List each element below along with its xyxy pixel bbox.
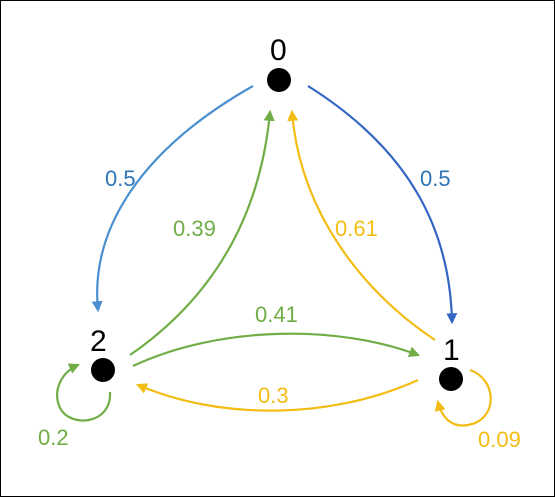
node-0-label: 0 — [270, 34, 287, 67]
node-2 — [91, 358, 115, 382]
edge-2-to-1 — [132, 332, 421, 367]
edge-1-to-1-weight: 0.09 — [478, 427, 521, 452]
node-1-label: 1 — [443, 334, 460, 367]
edge-1-to-0 — [287, 109, 436, 341]
edge-2-to-1-weight: 0.41 — [255, 302, 298, 327]
edge-1-to-1 — [434, 368, 492, 427]
edge-1-to-2 — [135, 378, 419, 412]
edge-0-to-2-weight: 0.5 — [105, 166, 136, 191]
edge-2-to-2-weight: 0.2 — [38, 425, 69, 450]
edge-0-to-1 — [307, 85, 458, 325]
edge-2-to-0 — [129, 109, 275, 356]
edge-2-to-2 — [56, 363, 112, 422]
node-0 — [267, 68, 291, 92]
node-1 — [439, 367, 463, 391]
edge-1-to-0-weight: 0.61 — [335, 216, 378, 241]
edge-2-to-0-weight: 0.39 — [173, 216, 216, 241]
edge-1-to-2-weight: 0.3 — [258, 383, 289, 408]
edge-0-to-1-weight: 0.5 — [420, 166, 451, 191]
edge-0-to-2 — [91, 85, 254, 313]
node-2-label: 2 — [90, 325, 107, 358]
